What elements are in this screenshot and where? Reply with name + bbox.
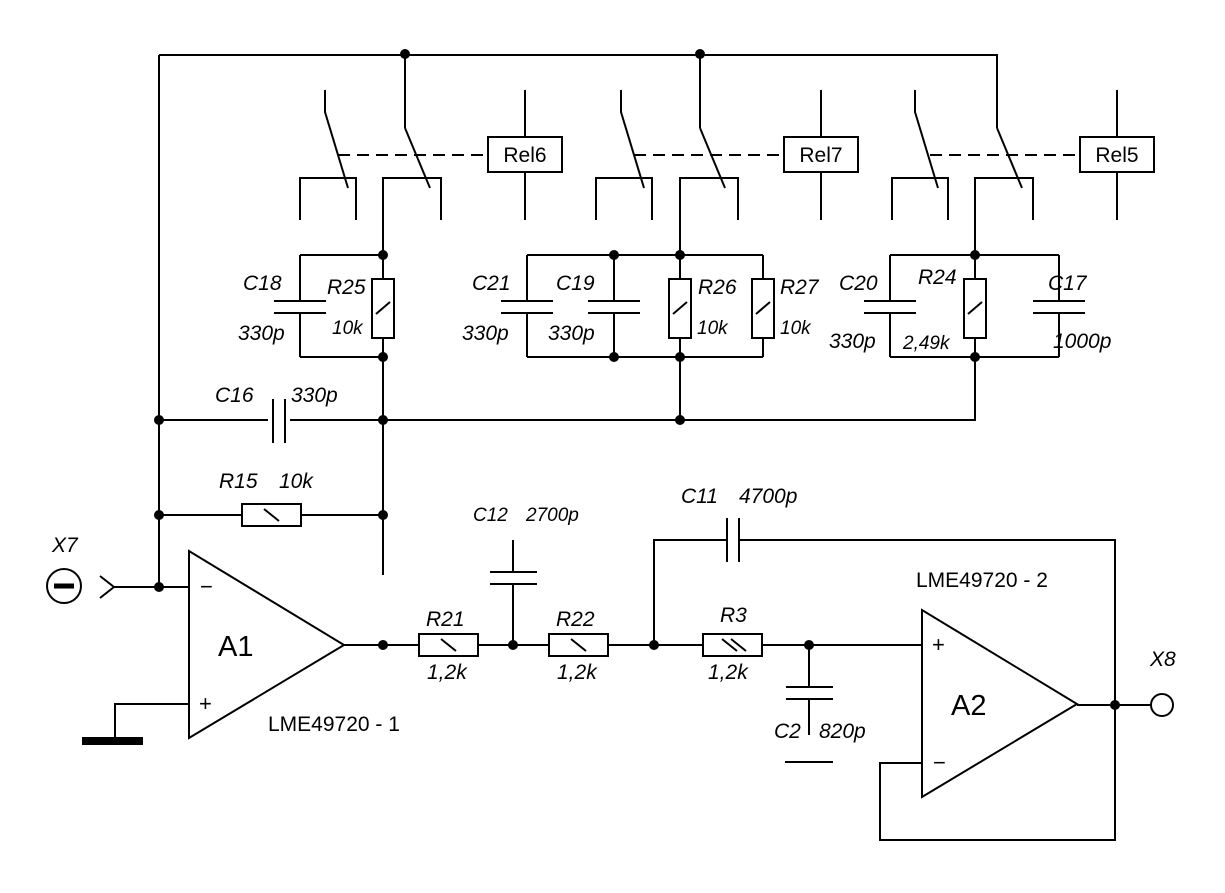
c19-ref: C19 [556, 272, 595, 295]
relay-rel5-coil: Rel5 [1079, 136, 1155, 173]
c16-capacitor: C16 330p [154, 384, 685, 443]
a2-minus: − [933, 750, 946, 775]
relay-rel5-contacts [891, 90, 1118, 255]
network-1 [274, 250, 395, 575]
x7-label: X7 [51, 534, 79, 557]
r15-ref: R15 [219, 470, 258, 493]
c12-value: 2700p [525, 505, 579, 526]
network-3 [159, 250, 1085, 421]
c20-capacitor: C20 330p [829, 272, 878, 353]
a1-plus: + [199, 691, 212, 716]
r24-ref: R24 [918, 266, 957, 289]
c2-value: 820p [819, 720, 866, 743]
c17-value: 1000p [1053, 330, 1111, 353]
r22-value: 1,2k [557, 661, 598, 684]
c21-capacitor: C21 330p [462, 272, 511, 345]
r24-resistor: R24 2,49k [902, 266, 957, 354]
x8-label: X8 [1149, 648, 1176, 671]
r21-value: 1,2k [427, 661, 468, 684]
r25-resistor: R25 10k [327, 276, 366, 339]
opamp-a1: − + A1 LME49720 - 1 [82, 549, 400, 745]
r27-value: 10k [780, 318, 812, 339]
c2-capacitor: C2 820p [774, 645, 866, 763]
a2-part: LME49720 - 2 [916, 569, 1048, 592]
c17-ref: C17 [1048, 272, 1088, 295]
c18-ref: C18 [243, 272, 282, 295]
top-bus-wires [158, 49, 998, 587]
r21-ref: R21 [426, 608, 465, 631]
r26-value: 10k [697, 318, 729, 339]
r3-ref: R3 [720, 604, 747, 627]
c21-value: 330p [462, 322, 509, 345]
r26-ref: R26 [698, 276, 737, 299]
relay-rel6-contacts [299, 90, 526, 255]
r27-ref: R27 [780, 276, 820, 299]
relay-rel5-label: Rel5 [1095, 144, 1138, 167]
c16-value: 330p [291, 384, 338, 407]
opamp-a2: + − A2 LME49720 - 2 [879, 569, 1151, 841]
relay-rel6-coil: Rel6 [487, 136, 563, 173]
c19-value: 330p [548, 322, 595, 345]
c18-value: 330p [238, 322, 285, 345]
c20-ref: C20 [839, 272, 878, 295]
a1-minus: − [200, 574, 213, 599]
x7-connector: X7 [46, 534, 189, 604]
c11-value: 4700p [739, 485, 797, 508]
x8-connector: X8 [1149, 648, 1176, 717]
c11-capacitor: C11 4700p [653, 485, 1116, 705]
r26-resistor: R26 10k [697, 276, 737, 339]
relay-rel7-coil: Rel7 [783, 136, 859, 173]
r22-ref: R22 [556, 608, 595, 631]
a2-plus: + [932, 632, 945, 657]
r15-resistor: R15 10k [154, 470, 388, 527]
c11-ref: C11 [681, 485, 718, 508]
r27-resistor: R27 10k [780, 276, 820, 339]
r24-value: 2,49k [902, 333, 951, 354]
r15-value: 10k [279, 470, 314, 493]
c2-ref: C2 [774, 720, 801, 743]
c18-capacitor: C18 330p [238, 272, 285, 345]
relay-rel6-label: Rel6 [503, 144, 546, 167]
c12-ref: C12 [473, 505, 508, 526]
r21-resistor: R21 1,2k [418, 608, 479, 684]
c19-capacitor: C19 330p [548, 272, 595, 345]
a2-name: A2 [951, 690, 986, 722]
c17-capacitor: C17 1000p [1048, 272, 1111, 353]
relay-rel7-contacts [595, 90, 822, 255]
c20-value: 330p [829, 330, 876, 353]
r22-resistor: R22 1,2k [548, 608, 703, 684]
r25-value: 10k [332, 318, 364, 339]
a1-name: A1 [218, 631, 253, 663]
network-2 [501, 250, 775, 420]
a1-output-node [344, 640, 419, 650]
c21-ref: C21 [472, 272, 511, 295]
c16-ref: C16 [215, 384, 254, 407]
c12-capacitor: C12 2700p [473, 505, 579, 650]
r3-resistor: R3 1,2k [702, 604, 922, 684]
a1-part: LME49720 - 1 [268, 713, 400, 736]
r25-ref: R25 [327, 276, 366, 299]
r3-value: 1,2k [708, 661, 749, 684]
relay-rel7-label: Rel7 [799, 144, 842, 167]
